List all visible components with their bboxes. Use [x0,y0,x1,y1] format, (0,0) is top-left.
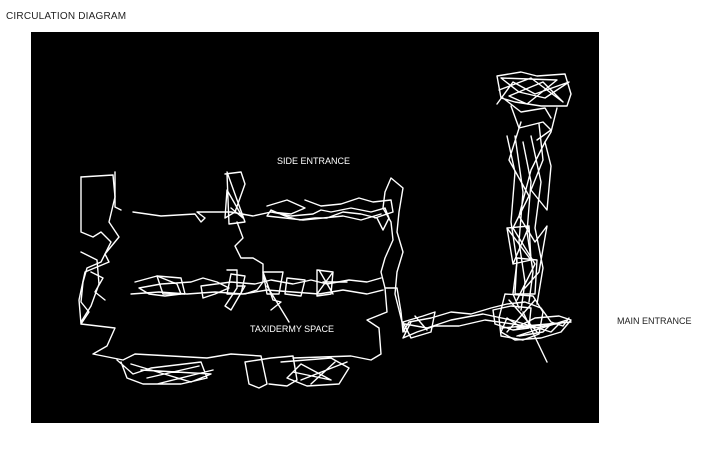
diagram-title: CIRCULATION DIAGRAM [6,11,127,22]
circulation-diagram-panel: SIDE ENTRANCE TAXIDERMY SPACE [31,32,599,423]
circulation-tower-shaft [506,121,552,311]
circulation-tower-base [500,315,572,341]
circulation-connector-loops [402,293,544,341]
circulation-upper-corridor [132,197,394,231]
hall-outline [78,174,298,389]
hall-bottom-rooms-right [280,357,350,387]
circulation-connector [384,287,570,339]
circulation-left-spine [80,251,106,323]
hall-bottom-rooms [116,359,214,385]
circulation-center-spur [224,269,290,323]
hall-top-rooms [224,171,246,225]
circulation-main-exit [500,311,572,363]
circulation-tower-top [496,71,572,143]
circulation-paths [78,71,572,389]
main-entrance-label: MAIN ENTRANCE [617,316,692,326]
hall-outline-right [292,177,406,361]
side-entrance-label: SIDE ENTRANCE [277,156,351,166]
circulation-tower-rooms [506,225,538,295]
hall-notch [234,221,264,295]
hall-left-wing [80,171,122,325]
taxidermy-space-label: TAXIDERMY SPACE [250,324,335,334]
